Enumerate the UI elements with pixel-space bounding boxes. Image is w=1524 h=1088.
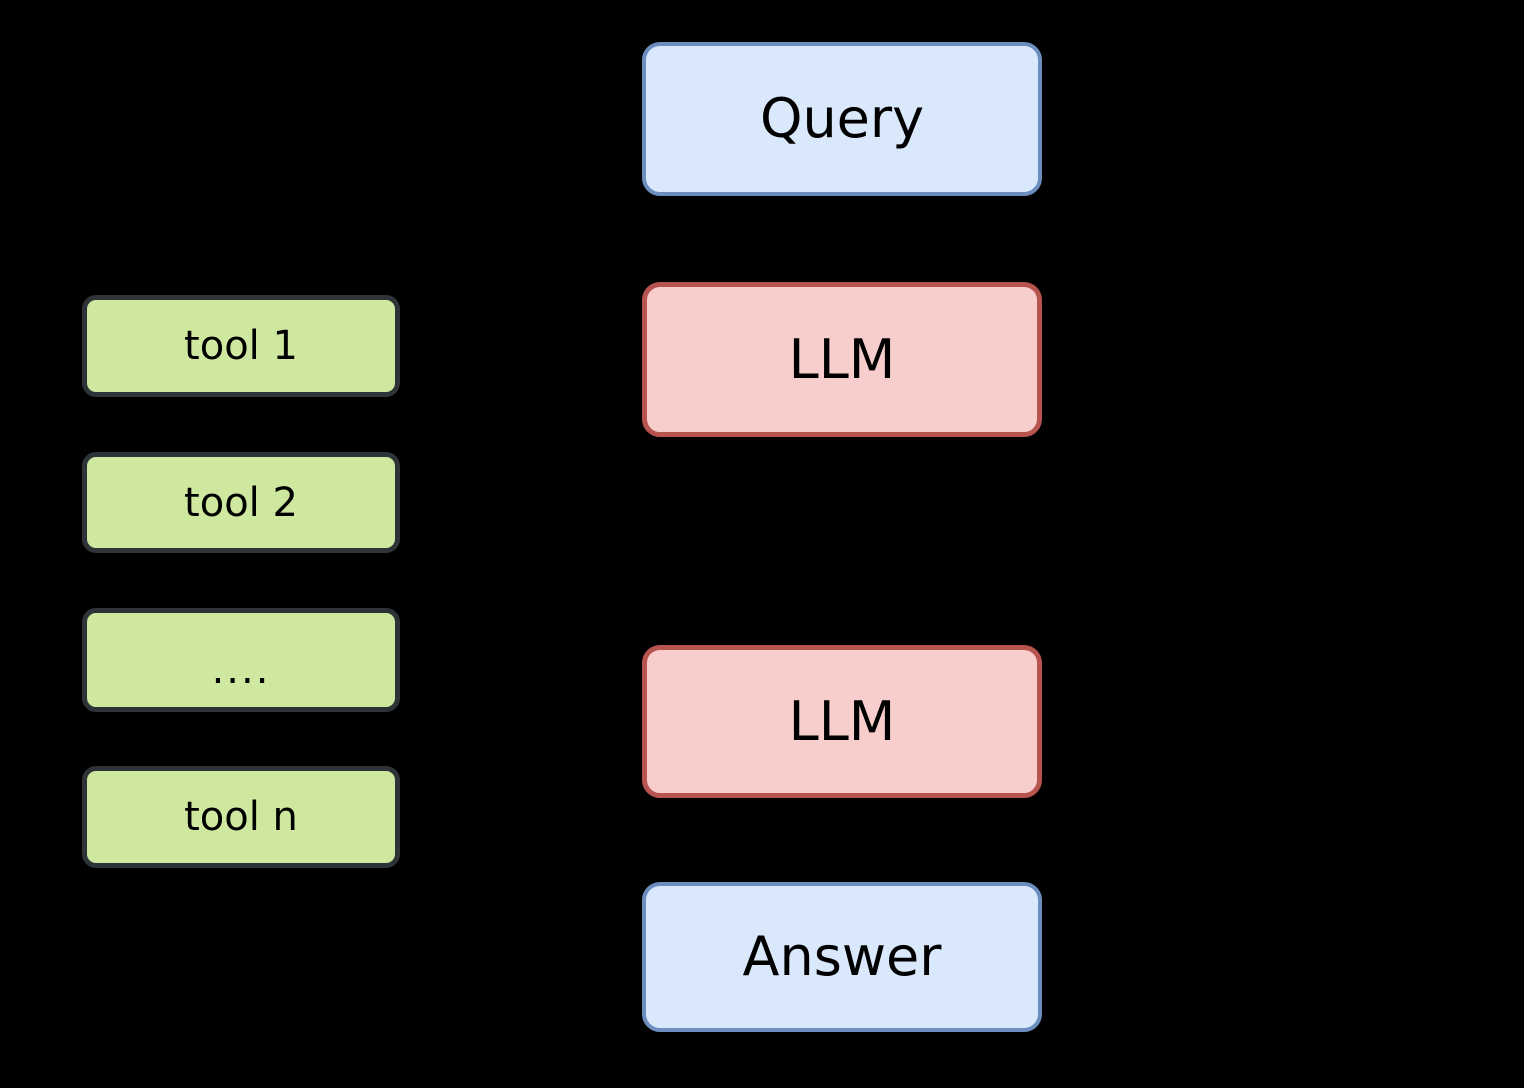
node-tool-n-label: tool n (184, 794, 298, 840)
node-tool-2-label: tool 2 (184, 479, 298, 526)
node-answer[interactable]: Answer (642, 882, 1042, 1032)
node-answer-label: Answer (742, 925, 942, 989)
node-tool-ellipsis[interactable]: .... (82, 608, 400, 712)
node-llm-second-label: LLM (788, 689, 896, 753)
node-tool-1-label: tool 1 (184, 323, 298, 369)
node-tool-ellipsis-label: .... (211, 647, 271, 693)
node-query[interactable]: Query (642, 42, 1042, 196)
node-tool-1[interactable]: tool 1 (82, 295, 400, 397)
node-tool-n[interactable]: tool n (82, 766, 400, 868)
node-llm-second[interactable]: LLM (642, 645, 1042, 798)
node-llm-first[interactable]: LLM (642, 282, 1042, 437)
node-tool-2[interactable]: tool 2 (82, 452, 400, 553)
node-llm-first-label: LLM (788, 327, 896, 391)
node-query-label: Query (759, 87, 925, 151)
